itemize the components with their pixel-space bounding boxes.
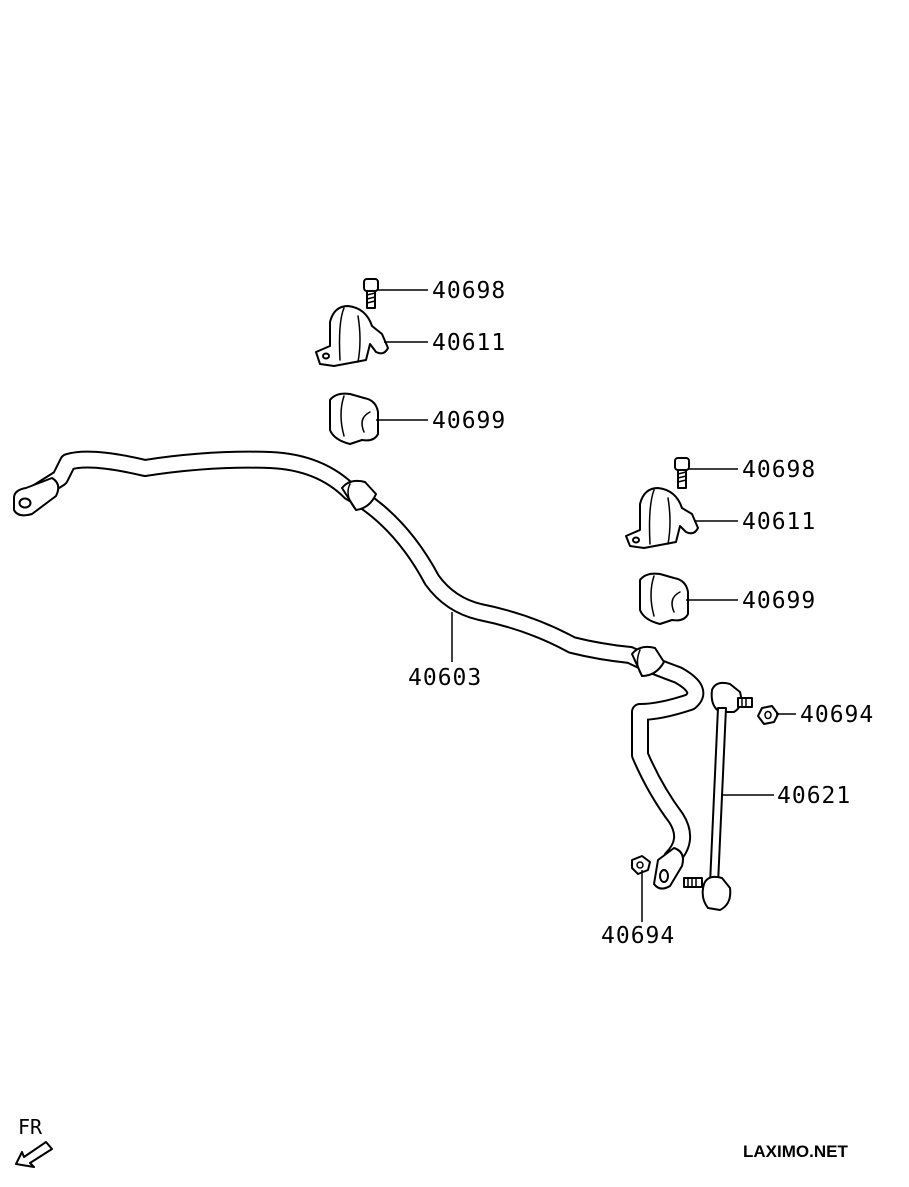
bar-end-eye-right — [653, 847, 684, 890]
bushing-upper[interactable] — [329, 392, 379, 445]
callout-stabilizer-bar: 40603 — [408, 665, 482, 691]
callout-clamp-lower: 40611 — [742, 509, 816, 535]
bolt-lower[interactable] — [674, 457, 690, 489]
callout-nut-right: 40694 — [800, 702, 874, 728]
bar-bushing-sleeve-right — [631, 645, 665, 677]
bolt-upper[interactable] — [363, 278, 379, 309]
nut-right[interactable] — [757, 705, 779, 725]
stabilizer-link[interactable] — [683, 681, 753, 911]
callout-bushing-lower: 40699 — [742, 588, 816, 614]
callout-bolt-lower: 40698 — [742, 457, 816, 483]
callout-link: 40621 — [777, 783, 851, 809]
nut-bottom[interactable] — [631, 855, 651, 875]
callout-bolt-upper: 40698 — [432, 278, 506, 304]
leader-lines — [376, 289, 796, 922]
clamp-lower[interactable] — [625, 487, 699, 549]
watermark: LAXIMO.NET — [743, 1142, 848, 1161]
bushing-lower[interactable] — [639, 572, 689, 625]
bar-end-eye-left — [13, 477, 60, 517]
callout-bushing-upper: 40699 — [432, 408, 506, 434]
front-arrow-icon — [15, 1141, 53, 1168]
clamp-upper[interactable] — [315, 305, 389, 367]
stabilizer-bar[interactable] — [16, 450, 705, 885]
callout-nut-bottom: 40694 — [601, 923, 675, 949]
direction-label: FR — [18, 1115, 43, 1139]
callout-clamp-upper: 40611 — [432, 330, 506, 356]
bar-bushing-sleeve-left — [341, 479, 377, 511]
